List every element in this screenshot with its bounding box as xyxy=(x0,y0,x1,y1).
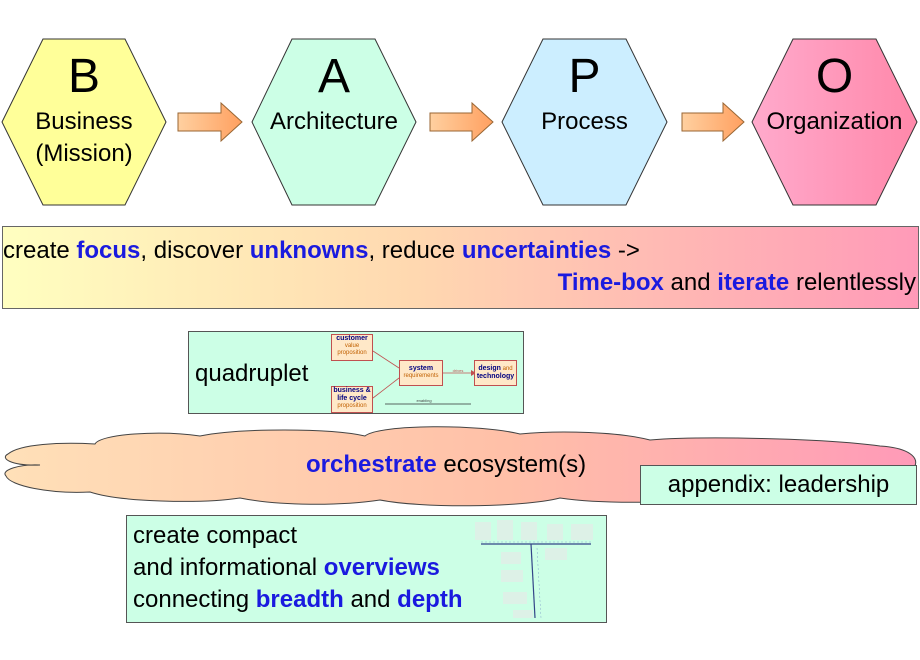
mini-sub: proposition xyxy=(337,350,367,356)
banner-keyword: iterate xyxy=(717,269,790,296)
ecosystem-text: ecosystem(s) xyxy=(436,451,587,478)
mini-sub: and xyxy=(502,366,513,372)
customer-box: customer value proposition xyxy=(331,334,373,361)
arrow-p-to-o xyxy=(681,101,745,143)
principles-banner: create focus, discover unknowns, reduce … xyxy=(2,226,919,309)
hex-letter: P xyxy=(568,50,601,103)
arrow-a-to-p xyxy=(429,101,494,143)
business-lifecycle-box: business & life cycle proposition xyxy=(331,386,373,413)
mini-title: life cycle xyxy=(337,395,367,402)
banner-text: -> xyxy=(611,237,640,264)
hex-letter: O xyxy=(815,50,854,103)
mini-title: technology xyxy=(476,373,515,380)
hex-label: Architecture xyxy=(269,108,399,135)
system-box: system requirements xyxy=(399,360,443,386)
banner-text: , reduce xyxy=(368,237,462,264)
hex-label: Process xyxy=(541,108,628,135)
hexagon-business xyxy=(1,38,167,206)
banner-keyword: focus xyxy=(76,237,141,264)
mini-title: design xyxy=(478,365,501,372)
quadruplet-label: quadruplet xyxy=(195,360,309,387)
overview-keyword: breadth xyxy=(255,586,344,613)
banner-text: , discover xyxy=(140,237,250,264)
ecosystem-keyword: orchestrate xyxy=(306,451,437,478)
overview-line-2: and informational overviews xyxy=(133,554,440,582)
banner-line-2: Time-box and iterate relentlessly xyxy=(558,269,916,297)
mini-sub: requirements xyxy=(403,373,439,379)
hex-text-architecture: A Architecture xyxy=(252,50,416,200)
appendix-leadership-box: appendix: leadership xyxy=(640,465,917,505)
breadth-depth-thumbnail xyxy=(475,520,593,619)
mini-title: customer xyxy=(336,335,368,342)
hex-label: (Mission) xyxy=(35,140,133,167)
mini-sub: value xyxy=(344,343,360,349)
hex-label: Business xyxy=(35,108,133,135)
banner-keyword: uncertainties xyxy=(461,237,612,264)
hex-text-business: B Business (Mission) xyxy=(2,50,166,200)
overview-keyword: depth xyxy=(397,586,463,613)
ecosystem-label: orchestrate ecosystem(s) xyxy=(306,451,586,479)
hexagon-row xyxy=(1,38,918,206)
banner-keyword: Time-box xyxy=(557,269,664,296)
enabling-label: enabling xyxy=(416,398,432,403)
drives-label: drives xyxy=(452,368,464,373)
banner-text: relentlessly xyxy=(789,269,916,296)
banner-line-1: create focus, discover unknowns, reduce … xyxy=(3,237,640,265)
mini-title: system xyxy=(408,365,434,372)
hex-letter: B xyxy=(67,50,100,103)
hexagon-organization xyxy=(751,38,918,206)
banner-text: create xyxy=(3,237,77,264)
design-technology-box: design and technology xyxy=(474,360,517,386)
hex-letter: A xyxy=(317,50,350,103)
hex-text-organization: O Organization xyxy=(752,50,917,200)
hex-text-process: P Process xyxy=(502,50,667,200)
overview-line-1: create compact xyxy=(133,522,298,549)
mini-title: business & xyxy=(333,387,371,394)
overview-keyword: overviews xyxy=(323,554,440,581)
banner-text: and xyxy=(663,269,718,296)
overview-text: and xyxy=(343,586,398,613)
overview-panel: create compact and informational overvie… xyxy=(126,515,607,623)
mini-sub: proposition xyxy=(337,403,367,409)
arrow-b-to-a xyxy=(177,101,243,143)
hex-label: Organization xyxy=(766,108,903,135)
overview-text: and informational xyxy=(133,554,324,581)
overview-line-3: connecting breadth and depth xyxy=(133,586,463,614)
hexagon-architecture xyxy=(251,38,417,206)
quadruplet-panel: quadruplet customer value proposition bu… xyxy=(188,331,524,414)
overview-text: connecting xyxy=(133,586,256,613)
quadruplet-arrows xyxy=(372,350,476,405)
hexagon-process xyxy=(501,38,668,206)
banner-keyword: unknowns xyxy=(249,237,369,264)
